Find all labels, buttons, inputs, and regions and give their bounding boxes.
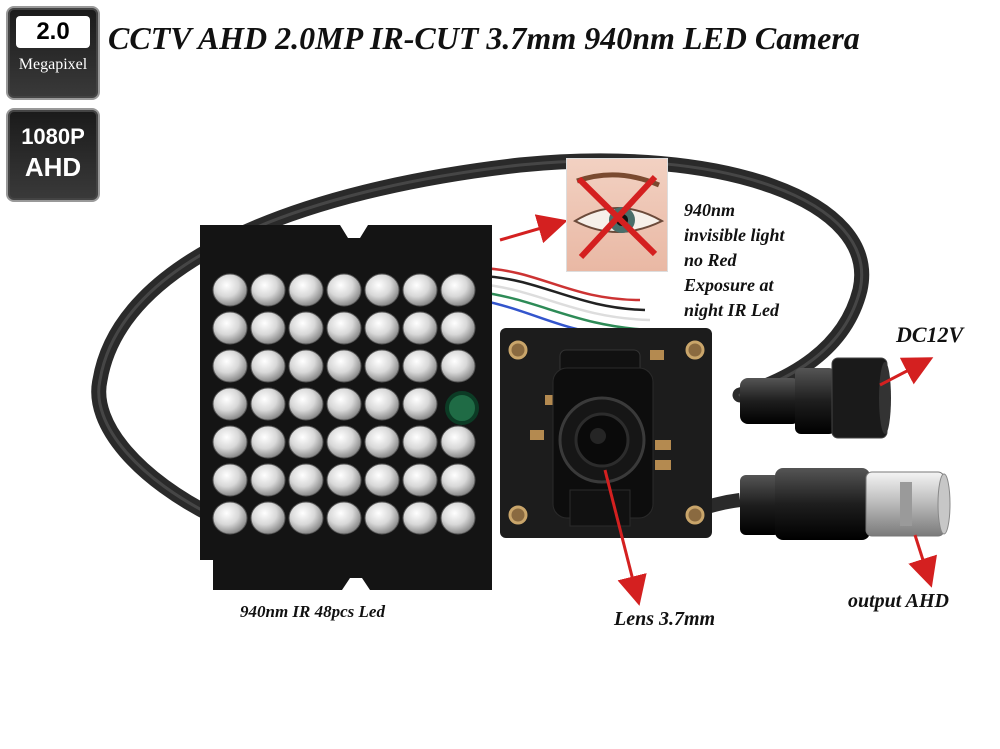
ir-line: night IR Led [684,300,780,320]
ir-led [250,425,286,459]
bnc-connector [740,468,951,540]
ir-led [250,273,286,307]
eye-illustration [566,158,668,272]
ir-led [288,387,324,421]
ir-led [326,311,362,345]
megapixel-label: Megapixel [18,56,88,73]
dc-power-connector [740,357,891,439]
ir-led [212,463,248,497]
power-label: DC12V [896,322,964,347]
ir-line: invisible light [684,225,785,245]
ir-led [364,273,400,307]
ir-led [250,311,286,345]
ir-led [364,501,400,535]
ir-led [402,349,438,383]
ir-led [288,425,324,459]
ir-led [364,349,400,383]
ir-led [326,273,362,307]
camera-pcb [500,328,712,538]
ir-led [402,387,438,421]
ir-led [402,501,438,535]
format-label: AHD [24,152,82,182]
ir-led [402,425,438,459]
resolution-badge: 1080P AHD [6,108,100,202]
megapixel-value: 2.0 [16,16,90,48]
ir-led [250,501,286,535]
ir-led [440,273,476,307]
megapixel-badge: 2.0 Megapixel [6,6,100,100]
ir-led [250,463,286,497]
ir-line: 940nm [684,200,736,220]
ir-led [212,387,248,421]
ir-light-note: 940nm invisible light no Red Exposure at… [684,198,834,323]
ir-led [212,273,248,307]
output-label: output AHD [848,590,949,612]
ir-led [326,425,362,459]
ir-led [440,425,476,459]
led-count-label: 940nm IR 48pcs Led [240,602,385,621]
lens-label: Lens 3.7mm [614,608,716,630]
ir-led [364,425,400,459]
ir-led [364,311,400,345]
ir-led [250,387,286,421]
ir-line: Exposure at [684,275,774,295]
ir-led-board [200,225,492,590]
ir-led [288,311,324,345]
ir-led [288,463,324,497]
ir-led [402,273,438,307]
crossed-eye-icon [572,172,665,260]
ir-led [212,349,248,383]
ir-led [440,463,476,497]
ir-led [288,501,324,535]
ir-line: no Red [684,250,737,270]
ir-led [212,311,248,345]
ir-led [288,273,324,307]
ir-led [250,349,286,383]
ir-led [440,311,476,345]
ir-led [212,425,248,459]
ir-led [326,349,362,383]
wires [479,266,651,337]
ir-led [326,387,362,421]
ir-led [402,311,438,345]
product-title: CCTV AHD 2.0MP IR-CUT 3.7mm 940nm LED Ca… [108,20,860,56]
ir-led [326,463,362,497]
ir-led [402,463,438,497]
ir-led [440,501,476,535]
ir-led [364,463,400,497]
ir-led [364,387,400,421]
ir-led [440,349,476,383]
ir-led [288,349,324,383]
ir-led [212,501,248,535]
ir-led [326,501,362,535]
resolution-label: 1080P [21,124,85,149]
